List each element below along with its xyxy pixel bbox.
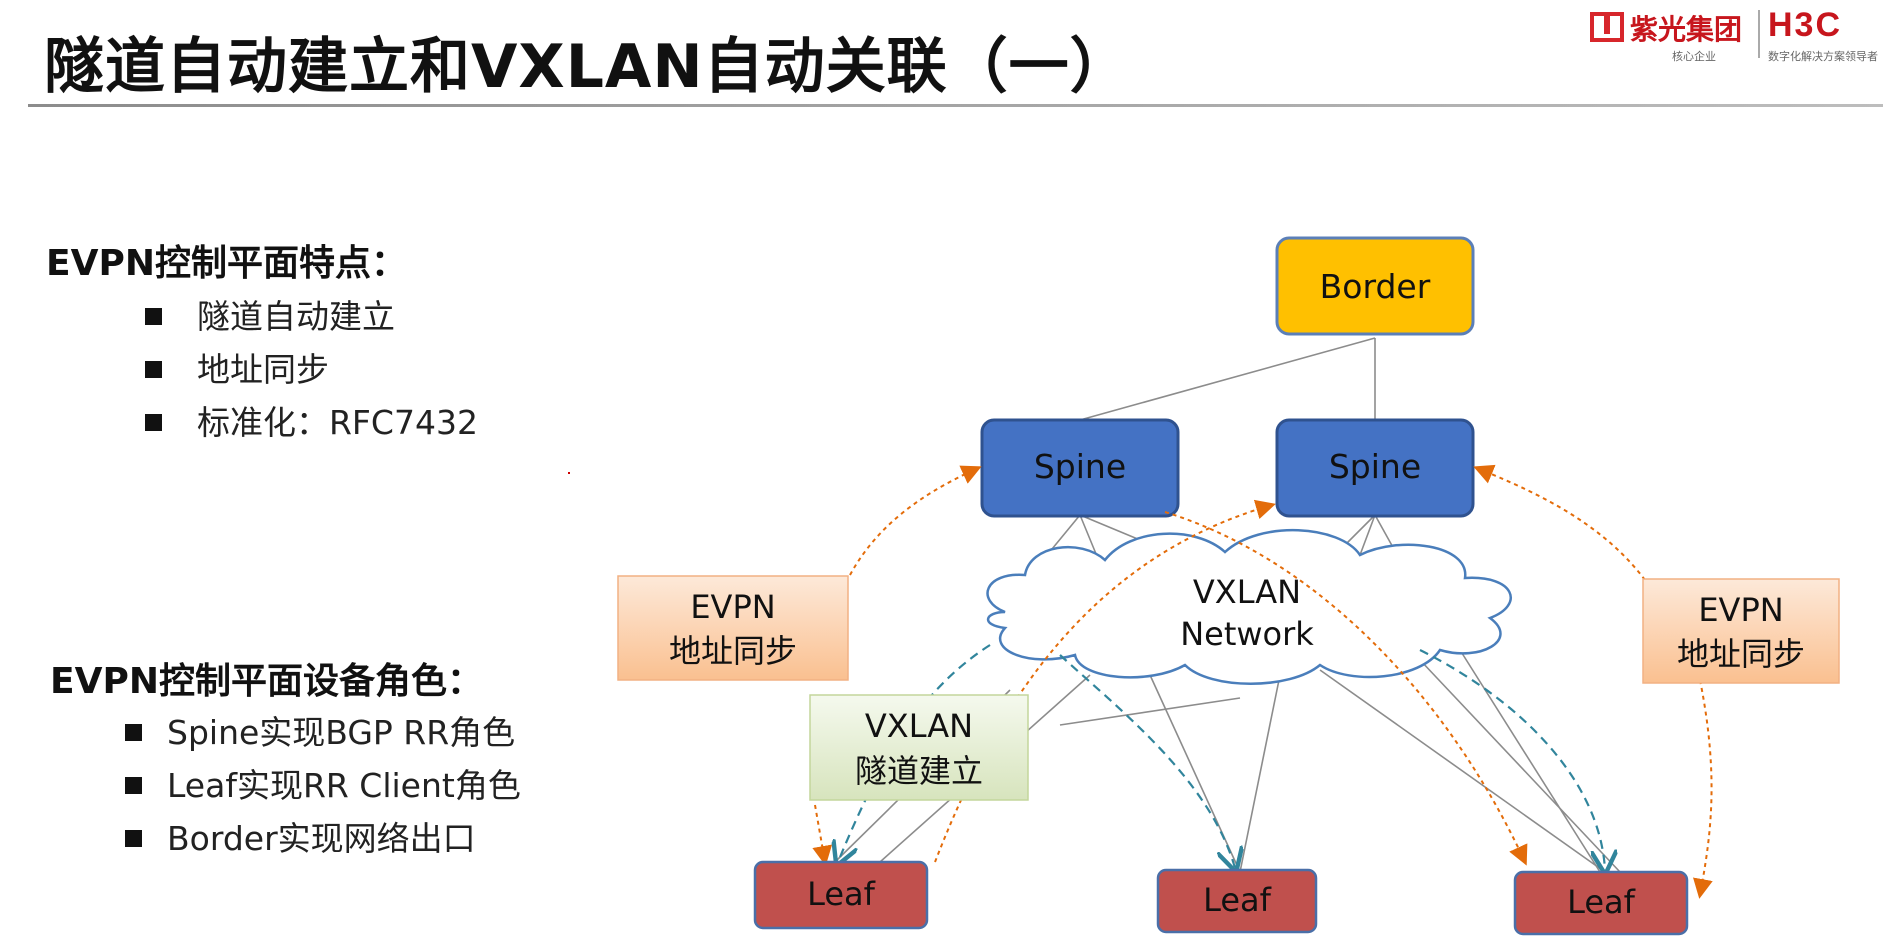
evpn-box-left-line1: EVPN	[690, 588, 775, 626]
list-item: 地址同步	[145, 343, 478, 396]
stray-dot	[568, 472, 570, 474]
list-item: Border实现网络出口	[125, 812, 521, 865]
cloud-label-line2: Network	[1180, 615, 1314, 653]
logo-divider	[1758, 10, 1760, 58]
logo-brand-text: 紫光集团	[1630, 13, 1743, 46]
logo-h3c-text: H3C	[1768, 6, 1843, 44]
leaf-node-right-label: Leaf	[1567, 883, 1636, 921]
evpn-box-left-line2: 地址同步	[669, 632, 797, 670]
section2-heading: EVPN控制平面设备角色：	[50, 661, 483, 702]
bullet-square-icon	[145, 361, 162, 378]
leaf-node-middle	[1156, 868, 1318, 934]
leaf-node-left	[753, 860, 929, 930]
list-item: Leaf实现RR Client角色	[125, 759, 521, 812]
bullet-square-icon	[145, 414, 162, 431]
bullet-square-icon	[125, 830, 142, 847]
spine-node-left-label: Spine	[1034, 447, 1126, 486]
evpn-sync-box-left	[617, 575, 849, 681]
tunnel-box-line1: VXLAN	[865, 707, 973, 745]
border-node-label: Border	[1320, 267, 1431, 306]
spine-node-right-label: Spine	[1329, 447, 1421, 486]
cloud-label-line1: VXLAN	[1193, 573, 1301, 611]
evpn-box-right-line2: 地址同步	[1677, 635, 1805, 673]
bullet-square-icon	[125, 777, 142, 794]
spine-node-left	[980, 418, 1180, 518]
logo-h3c-subtitle: 数字化解决方案领导者	[1768, 50, 1878, 63]
spine-node-right	[1275, 418, 1475, 518]
leaf-node-middle-label: Leaf	[1203, 881, 1272, 919]
vxlan-tunnel-box	[809, 694, 1029, 801]
section1-heading: EVPN控制平面特点：	[46, 243, 407, 284]
border-node	[1275, 236, 1475, 336]
vxlan-network-cloud	[986, 528, 1512, 685]
leaf-node-right	[1513, 870, 1689, 936]
bullet-square-icon	[145, 308, 162, 325]
list-item: 标准化：RFC7432	[145, 396, 478, 449]
list-item: 隧道自动建立	[145, 290, 478, 343]
evpn-sync-arrows	[812, 464, 1713, 899]
section1-list: 隧道自动建立 地址同步 标准化：RFC7432	[145, 290, 478, 449]
logo-brand-subtitle: 核心企业	[1672, 50, 1716, 63]
tunnel-box-line2: 隧道建立	[855, 752, 983, 790]
evpn-box-right-line1: EVPN	[1698, 591, 1783, 629]
section2-list: Spine实现BGP RR角色 Leaf实现RR Client角色 Border…	[125, 706, 521, 865]
leaf-node-left-label: Leaf	[807, 875, 876, 913]
company-logo: 紫光集团 核心企业 H3C 数字化解决方案领导者	[1590, 6, 1880, 64]
bullet-square-icon	[125, 724, 142, 741]
unisplendour-logo-icon	[1590, 12, 1624, 42]
page-title: 隧道自动建立和VXLAN自动关联（一）	[44, 32, 1131, 102]
list-item: Spine实现BGP RR角色	[125, 706, 521, 759]
evpn-sync-box-right	[1642, 578, 1840, 684]
title-divider	[28, 104, 1883, 107]
